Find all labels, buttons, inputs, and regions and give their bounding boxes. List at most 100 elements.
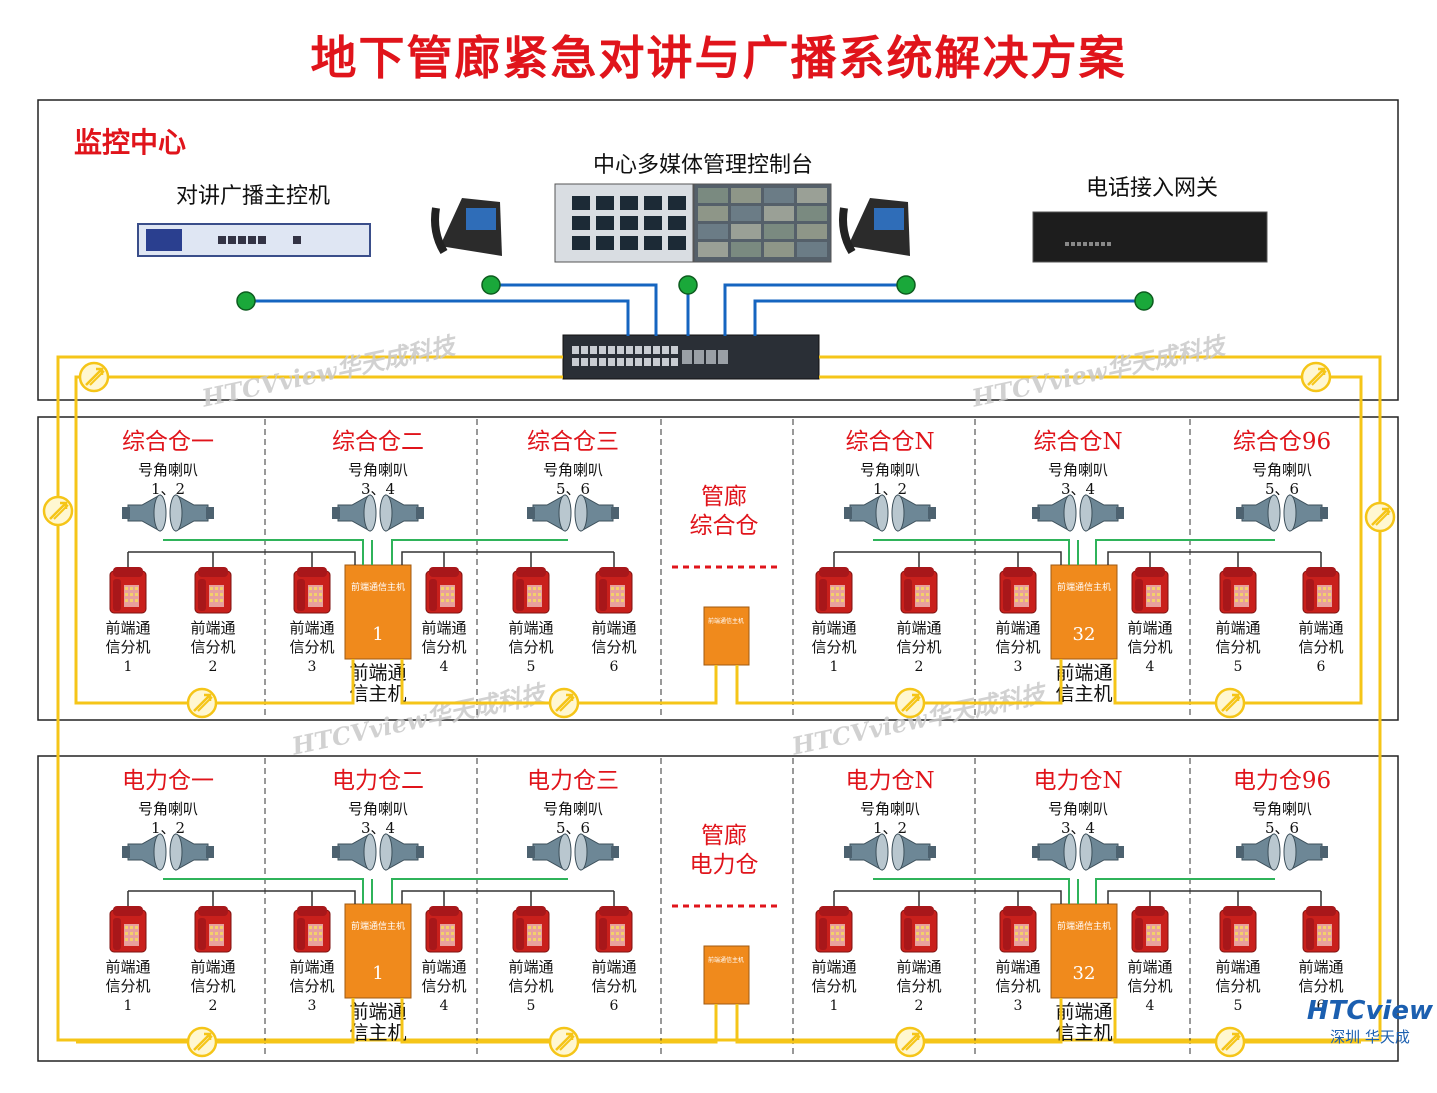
- speaker-label: 号角喇叭: [1048, 800, 1108, 818]
- ext-label-line2: 信分机: [1215, 638, 1260, 656]
- speaker-label: 号角喇叭: [1048, 461, 1108, 479]
- fiber-repeater-icon: [894, 687, 926, 719]
- ext-label-line2: 信分机: [995, 638, 1040, 656]
- ext-number: 2: [915, 998, 924, 1014]
- gateway-port: [1089, 242, 1093, 246]
- speaker-ids: 1、2: [151, 480, 185, 498]
- speaker-ids: 5、6: [1265, 480, 1299, 498]
- ext-label-line2: 信分机: [105, 977, 150, 995]
- camera-tile: [698, 242, 728, 257]
- gateway-port: [1065, 242, 1069, 246]
- console-tile: [668, 196, 686, 210]
- bay-name: 电力仓96: [1233, 768, 1331, 794]
- speaker-line: [873, 539, 1070, 565]
- gateway-label: 电话接入网关: [1086, 176, 1218, 201]
- brand-sub-text: 深圳 华天成: [1330, 1028, 1410, 1046]
- horn-speaker-icon: [843, 494, 889, 532]
- ext-label-line1: 前端通: [508, 958, 553, 976]
- ext-number: 1: [830, 659, 839, 675]
- switch-port: [572, 346, 579, 354]
- speaker-ids: 5、6: [556, 819, 590, 837]
- horn-speaker-icon: [169, 494, 215, 532]
- ext-label-line2: 信分机: [811, 638, 856, 656]
- host-box-number: 32: [1073, 624, 1096, 645]
- ext-number: 4: [1146, 659, 1155, 675]
- emergency-phone-icon: [815, 566, 853, 614]
- ext-label-line2: 信分机: [421, 977, 466, 995]
- ext-number: 4: [440, 659, 449, 675]
- fiber-repeater-icon: [1364, 501, 1396, 533]
- ext-label-line2: 信分机: [508, 638, 553, 656]
- console-tile: [572, 236, 590, 250]
- speaker-label: 号角喇叭: [348, 461, 408, 479]
- remote-host-box-text: 前端通信主机: [708, 617, 744, 625]
- ext-label-line1: 前端通: [105, 619, 150, 637]
- ext-number: 6: [610, 659, 619, 675]
- ext-line: [401, 551, 614, 565]
- horn-speaker-icon: [1235, 833, 1281, 871]
- camera-tile: [698, 188, 728, 203]
- emergency-phone-icon: [1302, 905, 1340, 953]
- camera-tile: [698, 224, 728, 239]
- ext-number: 5: [527, 659, 536, 675]
- switch-port: [626, 358, 633, 366]
- emergency-phone-icon: [293, 905, 331, 953]
- gateway-port: [1107, 242, 1111, 246]
- horn-speaker-icon: [1031, 494, 1077, 532]
- ext-label-line1: 前端通: [105, 958, 150, 976]
- speaker-ids: 5、6: [556, 480, 590, 498]
- switch-port: [617, 346, 624, 354]
- host-label-line1: 前端通: [349, 1001, 406, 1023]
- ext-label-line2: 信分机: [1298, 638, 1343, 656]
- switch-port: [608, 358, 615, 366]
- ext-label-line1: 前端通: [190, 958, 235, 976]
- ext-label-line2: 信分机: [896, 638, 941, 656]
- ext-label-line1: 前端通: [995, 958, 1040, 976]
- network-node: [236, 291, 256, 311]
- desk-phone-right-handset: [839, 207, 856, 255]
- ext-label-line1: 前端通: [1215, 619, 1260, 637]
- emergency-phone-icon: [900, 566, 938, 614]
- ext-number: 3: [308, 998, 317, 1014]
- ext-number: 3: [308, 659, 317, 675]
- host-box: [1050, 903, 1118, 999]
- speaker-label: 号角喇叭: [138, 800, 198, 818]
- ext-label-line1: 前端通: [190, 619, 235, 637]
- fiber-repeater-icon: [78, 361, 110, 393]
- camera-tile: [797, 188, 827, 203]
- fiber-row-line: [1113, 659, 1361, 705]
- host-controller-port: [228, 236, 236, 244]
- ext-line: [401, 890, 614, 904]
- ext-line: [1107, 890, 1321, 904]
- ext-label-line2: 信分机: [289, 638, 334, 656]
- bay-name: 电力仓N: [845, 768, 934, 794]
- speaker-ids: 3、4: [361, 480, 395, 498]
- camera-tile: [797, 206, 827, 221]
- fiber-repeater-icon: [1214, 1026, 1246, 1058]
- console-tile: [572, 216, 590, 230]
- host-box-text: 前端通信主机: [1057, 581, 1111, 593]
- fiber-repeater-icon: [548, 1026, 580, 1058]
- emergency-phone-icon: [1131, 905, 1169, 953]
- switch-port: [644, 358, 651, 366]
- horn-speaker-icon: [891, 833, 937, 871]
- emergency-phone-icon: [595, 566, 633, 614]
- fiber-repeater-icon: [1214, 687, 1246, 719]
- middle-label-line2: 电力仓: [690, 852, 759, 878]
- speaker-line: [163, 539, 364, 565]
- camera-tile: [797, 224, 827, 239]
- ext-number: 2: [915, 659, 924, 675]
- speaker-label: 号角喇叭: [1252, 800, 1312, 818]
- ext-label-line1: 前端通: [591, 619, 636, 637]
- emergency-phone-icon: [999, 566, 1037, 614]
- emergency-phone-icon: [1302, 566, 1340, 614]
- ext-number: 4: [440, 998, 449, 1014]
- console-tile: [668, 236, 686, 250]
- console-tile: [596, 236, 614, 250]
- ext-label-line2: 信分机: [1215, 977, 1260, 995]
- ext-line: [128, 551, 356, 565]
- ext-label-line1: 前端通: [1298, 619, 1343, 637]
- switch-port: [572, 358, 579, 366]
- ext-label-line1: 前端通: [896, 958, 941, 976]
